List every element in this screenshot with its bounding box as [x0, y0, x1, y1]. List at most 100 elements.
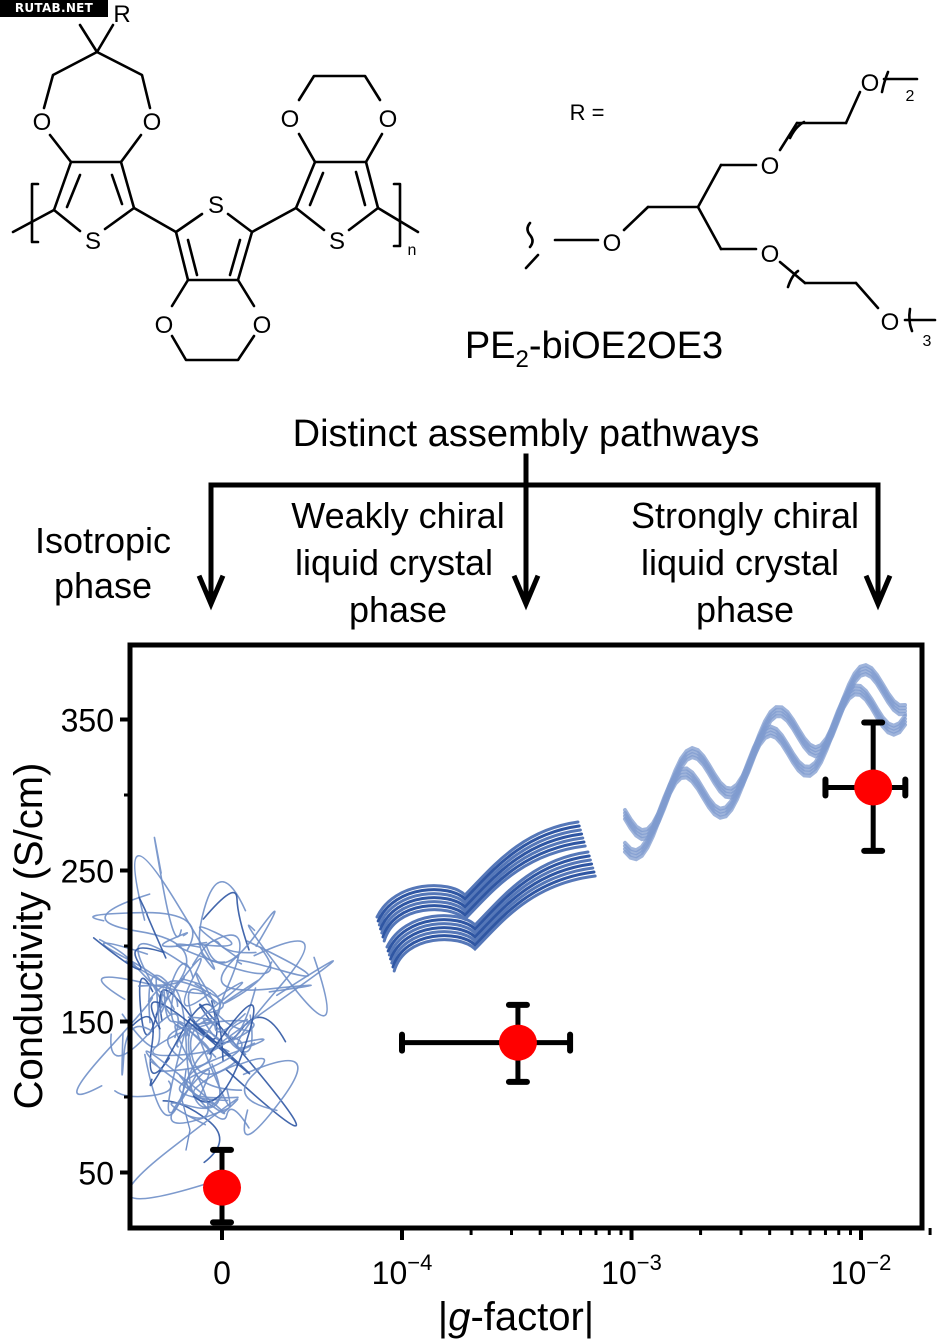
chain-strand	[128, 1016, 171, 1075]
chain-strand	[189, 1016, 237, 1075]
chain-strand	[150, 1001, 251, 1075]
chain-strand	[170, 1063, 221, 1126]
x-tick-label: 10−4	[372, 1250, 433, 1291]
chain-strand	[138, 896, 167, 959]
branch-weak-line1: Weakly chiral	[291, 495, 504, 536]
chain-strand	[161, 932, 208, 948]
chain-strand	[235, 1057, 278, 1112]
compound-name: PE2-biOE2OE3	[465, 325, 723, 373]
chain-strand	[138, 975, 185, 987]
chain-strand	[104, 893, 188, 988]
repeat-n: n	[408, 242, 417, 259]
branch-weak-line2: liquid crystal	[295, 542, 493, 583]
chain-strand	[195, 972, 251, 1032]
chain-strand	[114, 1080, 172, 1098]
atom-r: R	[113, 1, 130, 28]
arrowhead-icon	[196, 574, 226, 611]
chain-strand	[198, 1003, 298, 1127]
atom-o: O	[881, 309, 900, 336]
x-tick-label: 10−3	[601, 1250, 662, 1291]
chain-strand	[125, 960, 169, 1024]
chain-strand	[376, 824, 581, 923]
atom-o: O	[379, 106, 398, 133]
chain-strand	[247, 924, 328, 1017]
chain-strand	[242, 1059, 299, 1136]
chain-strand	[390, 866, 595, 965]
polymer-structure	[11, 23, 937, 362]
helix-strand	[623, 686, 907, 856]
chain-strand	[145, 1050, 226, 1115]
chain-strand	[159, 962, 194, 1015]
atom-o: O	[281, 106, 300, 133]
x-tick-label: 10−2	[831, 1250, 892, 1291]
helix-strand	[623, 692, 907, 862]
helix-strand	[623, 683, 907, 853]
branch-strong-line2: liquid crystal	[641, 542, 839, 583]
atom-o: O	[33, 109, 52, 136]
x-tick-label: 0	[213, 1255, 231, 1291]
chain-strand	[162, 1100, 221, 1164]
pathway-diagram: Distinct assembly pathways Isotropic pha…	[35, 413, 893, 630]
repeat-3: 3	[923, 333, 932, 350]
y-tick-label: 250	[61, 854, 114, 890]
x-axis: 0 10−4 10−3 10−2	[213, 1228, 932, 1291]
chain-strand	[121, 1025, 154, 1076]
marker	[854, 769, 893, 806]
atom-s: S	[85, 228, 101, 255]
branch-isotropic-line1: Isotropic	[35, 520, 171, 561]
y-tick-label: 50	[78, 1156, 114, 1192]
atom-o: O	[861, 70, 880, 97]
chain-strand	[102, 942, 179, 1008]
illustration-weak-chiral-chains	[375, 820, 597, 973]
branch-strong-line3: phase	[696, 589, 794, 630]
chain-strand	[205, 910, 276, 964]
chain-strand	[152, 1027, 222, 1057]
chain-strand	[92, 937, 165, 971]
chain-strand	[220, 954, 312, 993]
chain-strand	[197, 926, 239, 959]
marker	[203, 1169, 241, 1206]
illustration-isotropic-chains	[76, 836, 335, 1200]
chain-strand	[127, 1098, 239, 1200]
chain-strand	[202, 987, 257, 1056]
r-group-label: R =	[570, 100, 605, 125]
chain-strand	[381, 840, 586, 939]
chain-strand	[92, 911, 194, 951]
chain-strand	[181, 1069, 191, 1151]
chain-strand	[223, 961, 273, 1005]
chain-strand	[391, 870, 596, 969]
chain-strand	[149, 1003, 224, 1087]
atom-o: O	[603, 230, 622, 257]
chain-strand	[110, 1013, 179, 1057]
chain-strand	[206, 960, 335, 1055]
x-axis-label: |g-factor|	[438, 1295, 594, 1339]
chain-strand	[379, 832, 584, 931]
chain-strand	[76, 996, 154, 1096]
branch-isotropic-line2: phase	[54, 565, 152, 606]
branch-weak-line3: phase	[349, 589, 447, 630]
chain-strand	[133, 855, 216, 970]
illustration-strong-chiral-helix	[623, 662, 907, 862]
structure-labels: R O O S S S O O O O n R = O O O O O 2 3 …	[33, 1, 932, 373]
watermark: RUTAB.NET	[0, 0, 108, 17]
data-points	[203, 719, 909, 1226]
chain-strand	[163, 991, 217, 1058]
arrowhead-icon	[511, 574, 541, 611]
atom-s: S	[208, 192, 224, 219]
chain-strand	[176, 981, 244, 1048]
chain-strand	[198, 880, 247, 963]
atom-o: O	[155, 312, 174, 339]
chain-strand	[204, 934, 246, 1033]
chain-strand	[187, 988, 231, 1108]
chain-strand	[178, 1035, 243, 1102]
chain-strand	[392, 874, 597, 973]
plot-frame	[127, 642, 925, 1231]
chain-strand	[202, 891, 250, 951]
atom-o: O	[761, 153, 780, 180]
marker	[498, 1024, 537, 1061]
data-point	[203, 1146, 241, 1226]
chain-strand	[385, 850, 590, 949]
